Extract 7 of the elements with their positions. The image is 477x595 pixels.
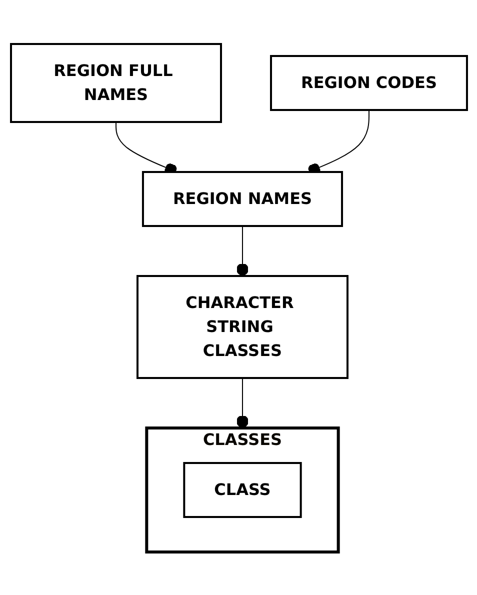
node-box: CLASS <box>182 462 302 518</box>
node-box: CHARACTER STRING CLASSES <box>136 274 348 378</box>
node-box: REGION CODES <box>270 54 468 110</box>
connector <box>236 377 248 428</box>
connector <box>236 225 248 276</box>
node-box: REGION FULL NAMES <box>10 42 222 122</box>
node-box: REGION NAMES <box>141 170 343 226</box>
